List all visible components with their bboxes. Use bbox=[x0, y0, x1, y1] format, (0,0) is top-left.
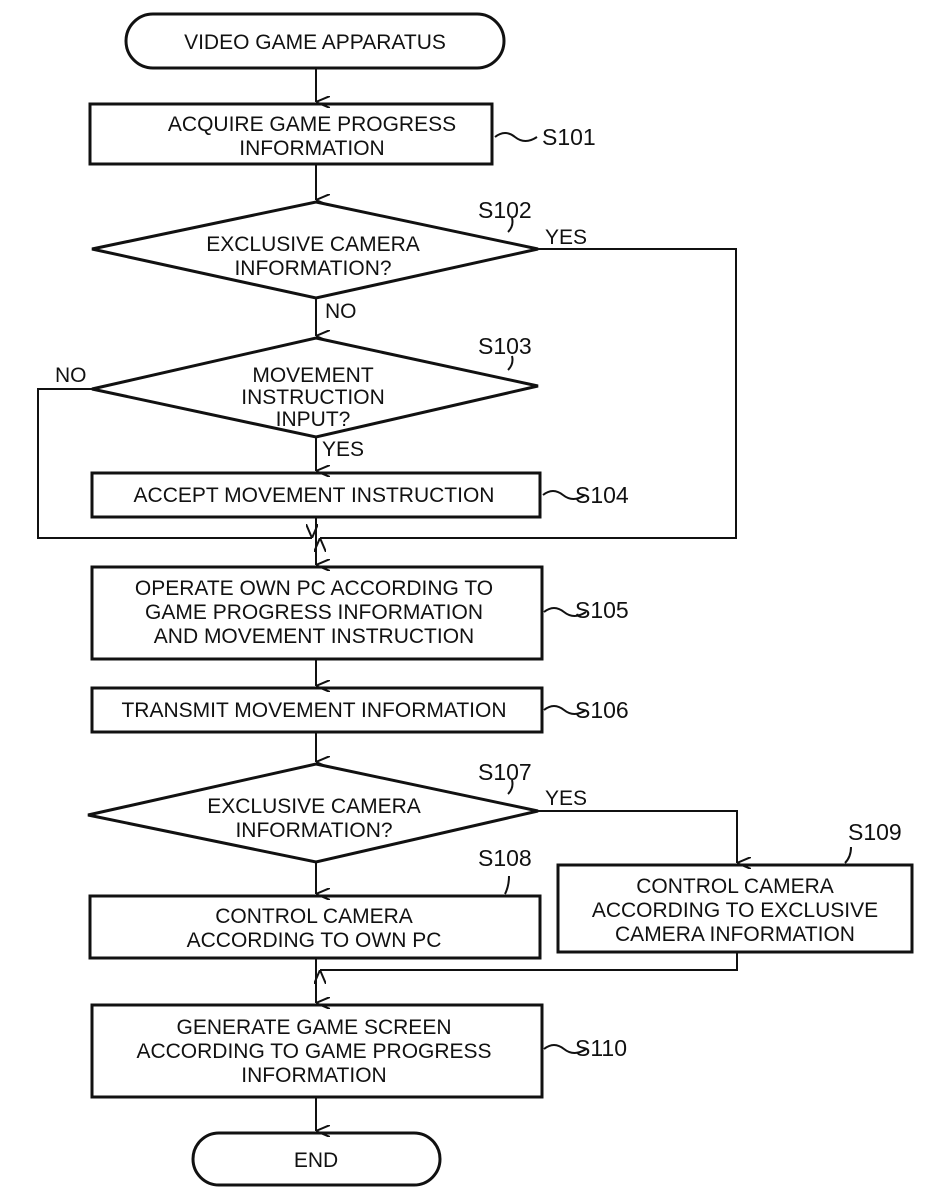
decision-s107-line-1: EXCLUSIVE CAMERA bbox=[207, 795, 421, 818]
leader-s109 bbox=[845, 847, 851, 863]
leader-s108 bbox=[505, 876, 509, 894]
decision-s107-line-2: INFORMATION? bbox=[235, 819, 392, 842]
end-label: END bbox=[294, 1149, 338, 1172]
decision-s102-line-2: INFORMATION? bbox=[234, 257, 391, 280]
step-s109: CONTROL CAMERA ACCORDING TO EXCLUSIVE CA… bbox=[558, 819, 912, 952]
step-s109-line-3: CAMERA INFORMATION bbox=[615, 923, 855, 946]
s102-yes-label: YES bbox=[545, 226, 587, 249]
step-s106: TRANSMIT MOVEMENT INFORMATION S106 bbox=[92, 688, 629, 732]
start-label: VIDEO GAME APPARATUS bbox=[184, 31, 446, 54]
step-s101-line-2: INFORMATION bbox=[239, 137, 384, 160]
step-s105-line-3: AND MOVEMENT INSTRUCTION bbox=[154, 625, 474, 648]
s103-no-label: NO bbox=[55, 364, 87, 387]
step-s109-line-2: ACCORDING TO EXCLUSIVE bbox=[592, 899, 878, 922]
step-s110: GENERATE GAME SCREEN ACCORDING TO GAME P… bbox=[92, 1005, 627, 1097]
step-s108-line-1: CONTROL CAMERA bbox=[215, 905, 413, 928]
decision-s103: MOVEMENT INSTRUCTION INPUT? S103 NO YES bbox=[55, 333, 538, 461]
s102-no-label: NO bbox=[325, 300, 357, 323]
step-s110-line-3: INFORMATION bbox=[241, 1064, 386, 1087]
step-id-s110: S110 bbox=[575, 1035, 627, 1061]
leader-s101 bbox=[495, 133, 537, 141]
decision-s103-line-3: INPUT? bbox=[276, 408, 351, 431]
start-terminator: VIDEO GAME APPARATUS bbox=[126, 14, 504, 68]
s103-yes-label: YES bbox=[322, 438, 364, 461]
step-s108-line-2: ACCORDING TO OWN PC bbox=[187, 929, 442, 952]
step-id-s104: S104 bbox=[575, 482, 629, 508]
step-s105: OPERATE OWN PC ACCORDING TO GAME PROGRES… bbox=[92, 567, 629, 659]
step-s104: ACCEPT MOVEMENT INSTRUCTION S104 bbox=[92, 473, 629, 517]
step-s104-line-1: ACCEPT MOVEMENT INSTRUCTION bbox=[134, 484, 495, 507]
step-s101: ACQUIRE GAME PROGRESS INFORMATION S101 bbox=[90, 104, 596, 164]
step-id-s101: S101 bbox=[542, 124, 596, 150]
step-id-s105: S105 bbox=[575, 597, 629, 623]
step-id-s106: S106 bbox=[575, 697, 629, 723]
step-id-s102: S102 bbox=[478, 197, 532, 223]
arrow-s107-yes-s109 bbox=[538, 811, 737, 863]
step-s110-line-1: GENERATE GAME SCREEN bbox=[177, 1016, 452, 1039]
step-s110-line-2: ACCORDING TO GAME PROGRESS bbox=[136, 1040, 491, 1063]
step-id-s107: S107 bbox=[478, 759, 532, 785]
step-s105-line-2: GAME PROGRESS INFORMATION bbox=[145, 601, 483, 624]
step-id-s108: S108 bbox=[478, 845, 532, 871]
s107-yes-label: YES bbox=[545, 787, 587, 810]
decision-s102: EXCLUSIVE CAMERA INFORMATION? S102 YES N… bbox=[92, 197, 587, 323]
decision-s103-line-2: INSTRUCTION bbox=[241, 386, 385, 409]
step-s105-line-1: OPERATE OWN PC ACCORDING TO bbox=[135, 577, 493, 600]
step-s109-line-1: CONTROL CAMERA bbox=[636, 875, 834, 898]
end-terminator: END bbox=[193, 1133, 440, 1185]
step-id-s109: S109 bbox=[848, 819, 902, 845]
decision-s102-line-1: EXCLUSIVE CAMERA bbox=[206, 233, 420, 256]
step-s101-line-1: ACQUIRE GAME PROGRESS bbox=[168, 113, 456, 136]
decision-s103-line-1: MOVEMENT bbox=[252, 364, 374, 387]
step-id-s103: S103 bbox=[478, 333, 532, 359]
step-s106-line-1: TRANSMIT MOVEMENT INFORMATION bbox=[121, 699, 506, 722]
